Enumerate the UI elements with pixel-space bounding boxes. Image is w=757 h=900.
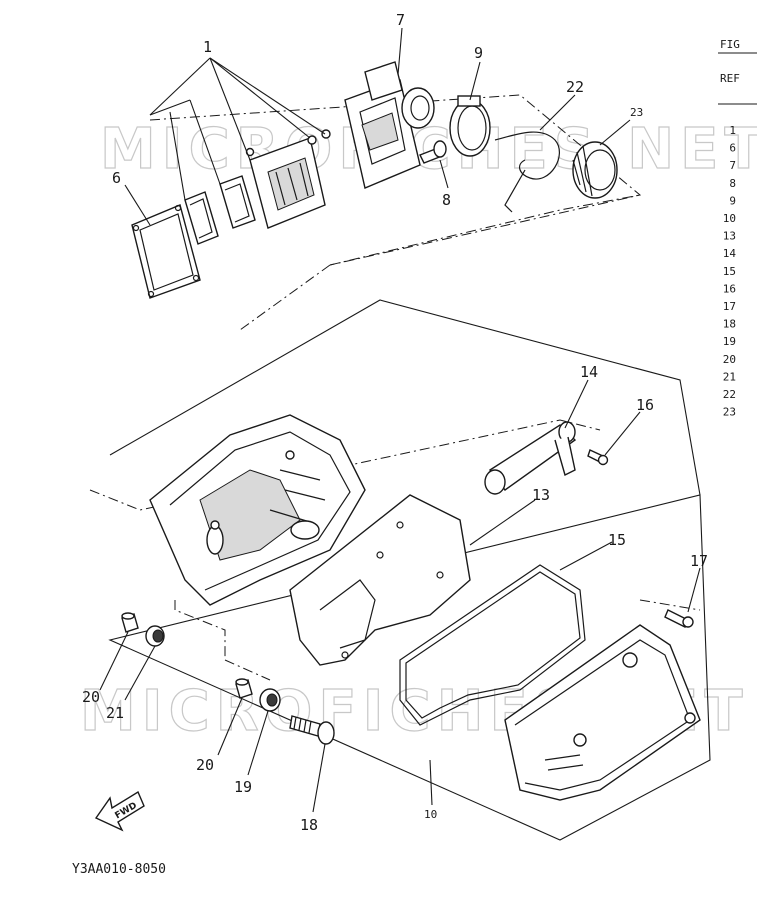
callout-7: 7	[396, 11, 405, 29]
table-ref-17: 17	[723, 300, 736, 313]
guide-dash-mid	[224, 659, 271, 681]
callout-16: 16	[636, 396, 654, 414]
part-16-screw	[587, 449, 609, 466]
table-ref-10: 10	[723, 212, 736, 225]
callout-18: 18	[300, 816, 318, 834]
table-ref-13: 13	[723, 230, 736, 243]
watermark-top: MICROFICHES.NET	[100, 117, 757, 182]
air-cleaner-cover	[504, 624, 701, 801]
drawing-code: Y3AA010-8050	[72, 862, 166, 877]
table-ref-22: 22	[723, 388, 736, 401]
table-ref-16: 16	[723, 282, 736, 295]
part-10-air-cleaner-case	[149, 414, 366, 606]
callout-20-left: 20	[82, 688, 100, 706]
upper-dashed-outline	[149, 94, 642, 266]
table-ref-20: 20	[723, 353, 736, 366]
guide-dash-left	[174, 600, 226, 660]
table-ref-7: 7	[729, 159, 736, 172]
callout-20-center: 20	[196, 756, 214, 774]
callout-6: 6	[112, 169, 121, 187]
callout-14: 14	[580, 363, 598, 381]
part-13-element	[289, 494, 471, 666]
table-ref-21: 21	[723, 370, 736, 383]
part-1-reed-valve	[245, 129, 331, 229]
part-22-spring	[494, 131, 560, 213]
callout-10: 10	[424, 808, 437, 821]
table-ref-6: 6	[729, 142, 736, 155]
part-18-bolt	[289, 715, 335, 745]
callout-1: 1	[203, 38, 212, 56]
part-21-grommet	[145, 625, 165, 647]
part-9-clamp	[449, 95, 491, 157]
part-20-collar-left	[121, 612, 139, 633]
callout-23: 23	[630, 106, 643, 119]
part-23-cap	[572, 141, 618, 199]
reed-petals	[184, 175, 256, 245]
fwd-arrow-icon: FWD	[94, 790, 145, 832]
callout-19: 19	[234, 778, 252, 796]
table-ref-15: 15	[723, 265, 736, 278]
part-6-gasket	[131, 204, 201, 299]
table-ref-9: 9	[729, 194, 736, 207]
part-8-screw	[419, 140, 447, 164]
table-ref-8: 8	[729, 177, 736, 190]
part-14-pipe	[484, 421, 577, 495]
callout-15: 15	[608, 531, 626, 549]
table-header-ref: REF	[720, 72, 740, 85]
table-header-fig: FIG	[720, 38, 740, 51]
part-20-collar-center	[235, 678, 253, 699]
part-17-screw	[664, 609, 694, 628]
callout-9: 9	[474, 44, 483, 62]
table-ref-19: 19	[723, 335, 736, 348]
part-15-seal	[399, 564, 586, 726]
table-ref-14: 14	[723, 247, 737, 260]
callout-22: 22	[566, 78, 584, 96]
table-ref-18: 18	[723, 318, 736, 331]
callout-21: 21	[106, 704, 124, 722]
callout-13: 13	[532, 486, 550, 504]
callouts: 1 6 7 8 9 22 23 14 16 13 15 17 20 21 20 …	[82, 11, 708, 834]
callout-8: 8	[442, 191, 451, 209]
connector-dash	[239, 264, 331, 331]
part-19-washer	[259, 688, 281, 712]
leader-lines	[99, 27, 701, 813]
callout-17: 17	[690, 552, 708, 570]
table-ref-1: 1	[729, 124, 736, 137]
part-7-intake-joint	[344, 61, 435, 189]
table-ref-23: 23	[723, 406, 736, 419]
